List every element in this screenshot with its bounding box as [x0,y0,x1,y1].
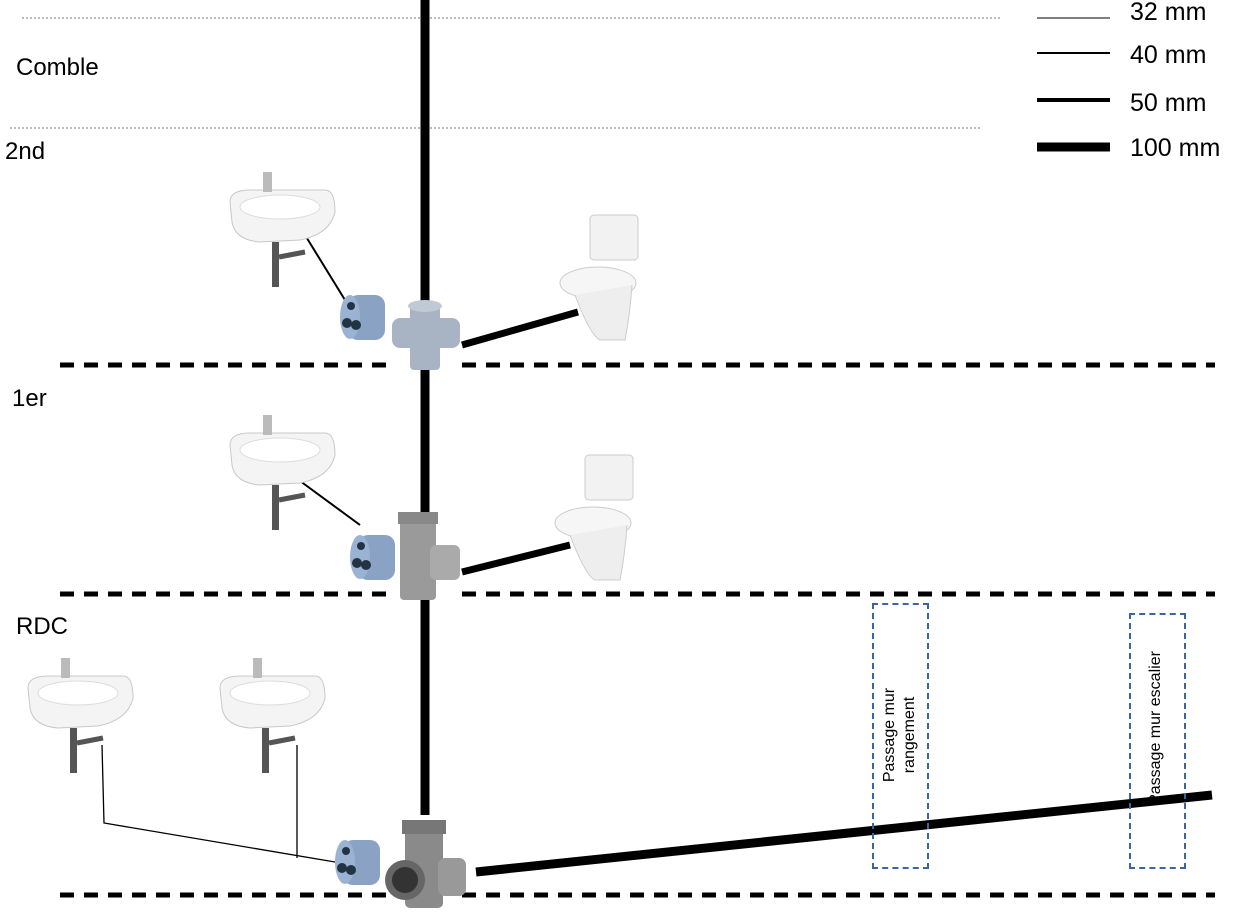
wall-passage-label-rangement: Passage mur rangement [880,635,920,835]
wall-passage-box-escalier [1129,613,1186,869]
sink-icon [220,658,325,773]
wc-pipe-2nd [461,308,579,349]
legend-label-100: 100 mm [1130,134,1221,162]
main-drain-pipe [475,790,1213,877]
plug-fitting-icon [335,840,380,885]
legend-label-40: 40 mm [1130,41,1207,69]
wall-passage-box-rangement [872,603,929,869]
sink-icon [28,658,133,773]
plug-fitting-icon [340,295,385,340]
wall-label-line1: Passage mur [881,687,898,783]
toilet-icon [554,454,634,581]
tee-fitting-icon [385,820,466,908]
sink-icon [230,172,335,287]
sink-pipe-rdc-1 [101,744,336,863]
legend-label-32: 32 mm [1130,0,1207,26]
sink-pipe-2nd [304,234,346,301]
legend-label-50: 50 mm [1130,89,1207,117]
wc-pipe-1er [461,541,571,576]
cross-fitting-icon [392,300,460,370]
plug-fitting-icon [350,535,395,580]
floor-label-rdc: RDC [16,613,68,640]
toilet-icon [559,214,639,341]
floor-label-2nd: 2nd [5,138,46,165]
sink-pipe-1er [295,477,361,526]
wall-passage-label-escalier: Passage mur escalier [1147,651,1164,805]
wall-label-line2: rangement [901,696,918,774]
floor-label-1er: 1er [12,385,47,412]
tee-fitting-icon [398,512,460,600]
sink-icon [230,415,335,530]
floor-label-comble: Comble [16,54,99,81]
